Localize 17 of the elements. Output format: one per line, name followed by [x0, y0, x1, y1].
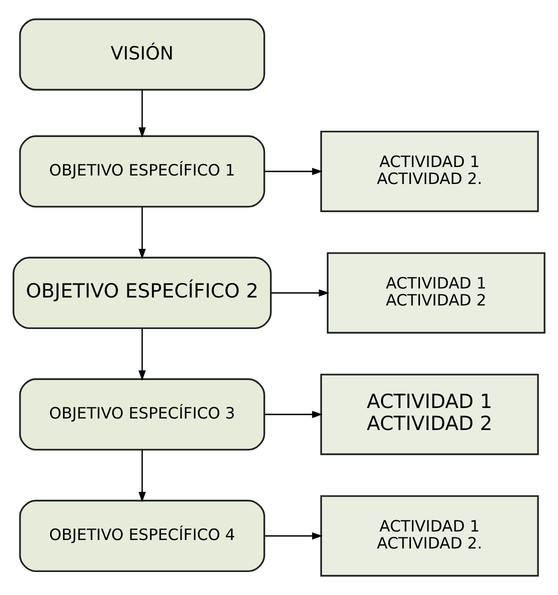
node-box: VISIÓN [19, 18, 266, 91]
arrow [264, 168, 323, 176]
node-box: ACTIVIDAD 1 ACTIVIDAD 2 [326, 252, 546, 334]
arrow [138, 450, 146, 502]
arrow [138, 207, 146, 260]
node-box: OBJETIVO ESPECÍFICO 4 [19, 500, 266, 572]
arrow [271, 289, 330, 297]
node-box: OBJETIVO ESPECÍFICO 2 [12, 256, 272, 330]
node-box: OBJETIVO ESPECÍFICO 1 [19, 135, 266, 208]
arrow [138, 90, 146, 138]
arrow [138, 328, 146, 381]
node-box: OBJETIVO ESPECÍFICO 3 [19, 378, 266, 451]
node-box: ACTIVIDAD 1 ACTIVIDAD 2 [320, 374, 539, 456]
node-box: ACTIVIDAD 1 ACTIVIDAD 2. [320, 130, 539, 212]
node-box: ACTIVIDAD 1 ACTIVIDAD 2. [320, 495, 539, 577]
arrow [264, 532, 323, 540]
arrow [264, 410, 323, 418]
